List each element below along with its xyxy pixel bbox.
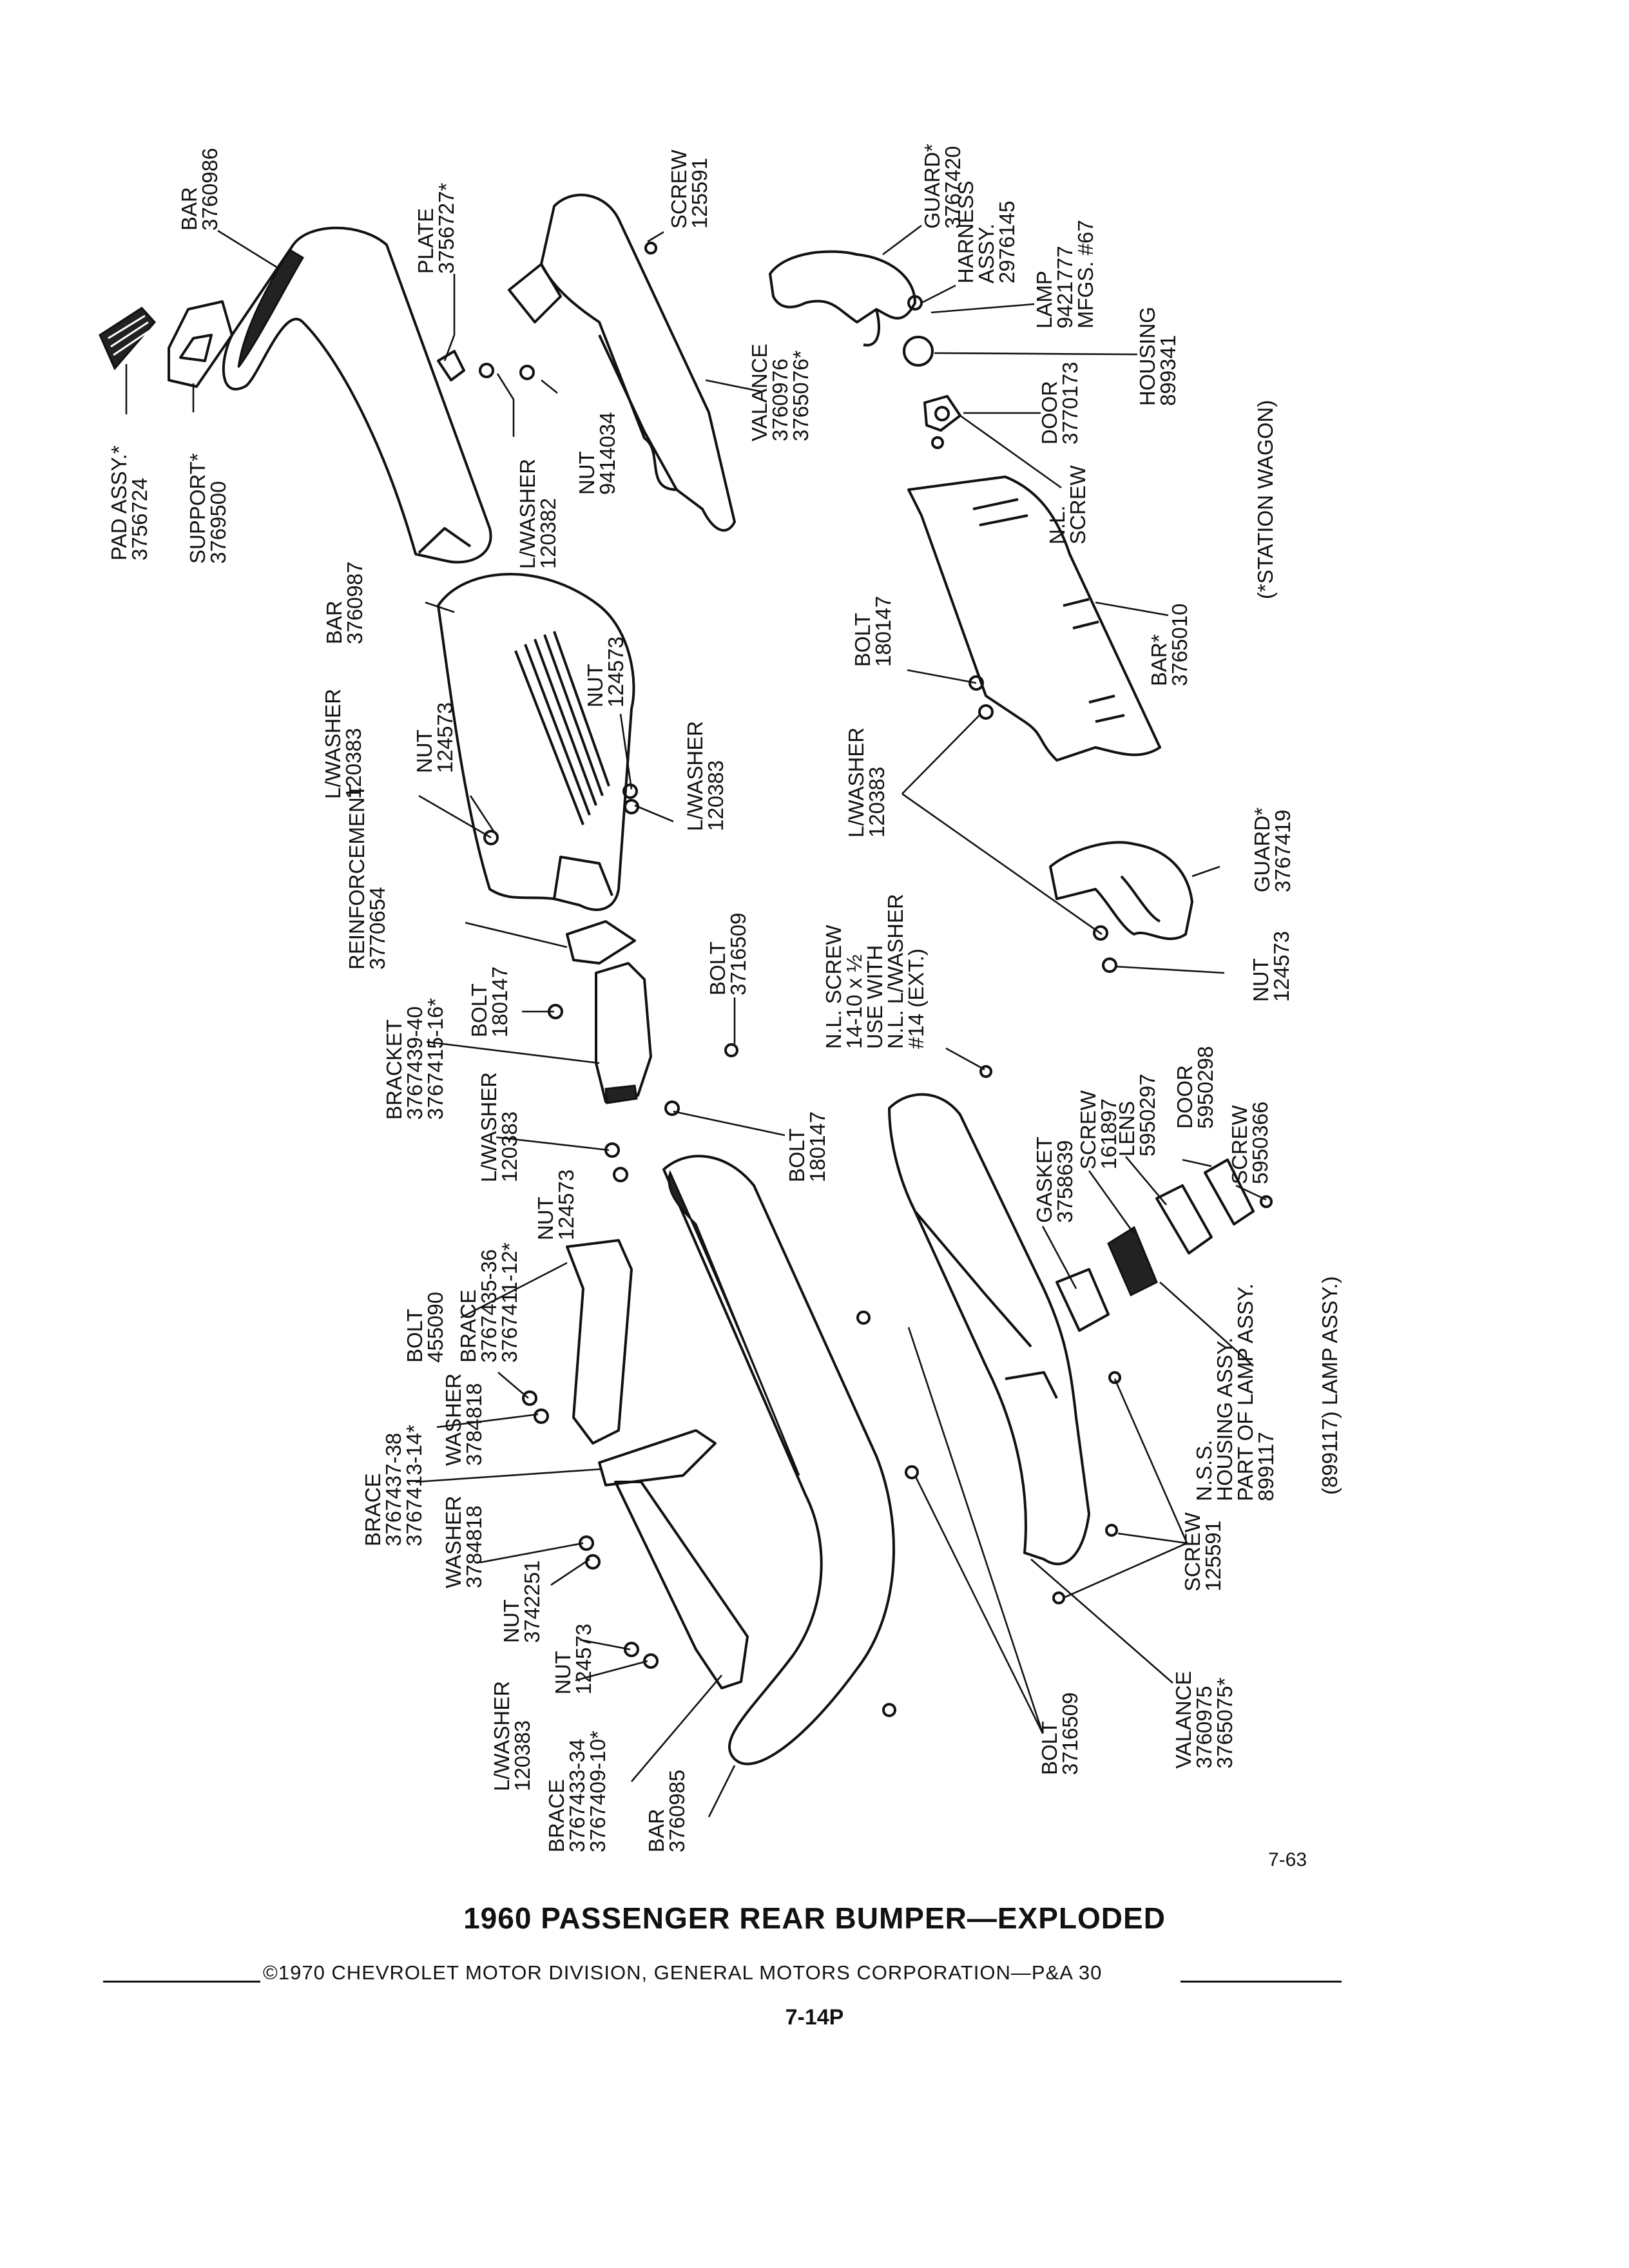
note-station-wagon: (*STATION WAGON) <box>1253 400 1277 599</box>
callout-nut-124573-c: NUT124573 <box>1249 931 1293 1002</box>
callout-nss-housing: N.S.S.HOUSING ASSY.PART OF LAMP ASSY.899… <box>1192 1283 1278 1501</box>
callout-l-washer-120383-d: L/WASHER120383 <box>477 1072 521 1182</box>
callout-washer-3784818-b: WASHER3784818 <box>441 1495 486 1588</box>
callout-valance-3760976: VALANCE37609763765076* <box>747 343 813 441</box>
callout-reinforcement: REINFORCEMENT3770654 <box>345 784 389 970</box>
door-3770173-shape <box>923 395 961 432</box>
bar-3760985-shape <box>662 1155 895 1765</box>
callout-labels: PAD ASSY.*3756724 SUPPORT*3769500 BAR376… <box>107 144 1342 1852</box>
lamp-door-shape <box>1204 1158 1255 1225</box>
callout-bar-3760985: BAR3760985 <box>644 1770 689 1852</box>
callout-l-washer-120383-b: L/WASHER120383 <box>683 721 728 831</box>
page-number: 7-14P <box>785 2005 844 2030</box>
callout-washer-3784818-a: WASHER3784818 <box>441 1373 486 1466</box>
pad-assy-shape <box>99 307 157 370</box>
callout-screw-125591-bottom: SCREW125591 <box>1181 1512 1225 1591</box>
guard-3767419-shape <box>1049 841 1193 941</box>
bracket-shape <box>595 962 652 1103</box>
callout-l-washer-120383-a: L/WASHER120383 <box>321 689 365 799</box>
callout-gasket: GASKET3758639 <box>1032 1137 1077 1223</box>
callout-plate: PLATE3756727* <box>414 183 458 274</box>
callout-brace-3767437: BRACE3767437-383767413-14* <box>361 1425 426 1546</box>
fasteners <box>479 242 1273 1717</box>
callout-door-5950298: DOOR5950298 <box>1173 1046 1217 1129</box>
valance-3760975-shape <box>888 1093 1090 1566</box>
brace-3767435-shape <box>566 1239 633 1445</box>
callout-bar-3760986: BAR3760986 <box>177 148 222 231</box>
callout-lens: LENS5950297 <box>1115 1074 1159 1157</box>
callout-nut-124573-a: NUT124573 <box>412 702 457 773</box>
page-title: 1960 PASSENGER REAR BUMPER—EXPLODED <box>463 1901 1166 1935</box>
callout-guard-3767420: GUARD*3767420 <box>920 144 965 229</box>
callout-brace-3767435: BRACE3767435-363767411-12* <box>456 1242 521 1363</box>
callout-screw-161897: SCREW161897 <box>1076 1090 1121 1169</box>
callout-bar-3765010: BAR*3765010 <box>1147 604 1191 686</box>
callout-screw-125591-top: SCREW125591 <box>667 149 711 229</box>
copyright-line: ©1970 CHEVROLET MOTOR DIVISION, GENERAL … <box>263 1961 1103 1984</box>
callout-nut-124573-e: NUT124573 <box>551 1624 595 1695</box>
callout-nut-3742251: NUT3742251 <box>499 1561 544 1643</box>
brace-3767437-shape <box>598 1429 717 1486</box>
callout-pad-assy: PAD ASSY.*3756724 <box>107 445 151 561</box>
callout-bolt-180147-b: BOLT180147 <box>467 966 512 1037</box>
callout-nl-screw-14-10: N.L. SCREW14-10 x ½USE WITHN.L. L/WASHER… <box>822 894 928 1049</box>
callout-bolt-3716509-a: BOLT3716509 <box>706 913 750 995</box>
callout-l-washer-120383-e: L/WASHER120383 <box>490 1681 534 1791</box>
callout-bar-3760987: BAR3760987 <box>322 562 367 644</box>
brace-3767433-shape <box>614 1481 749 1689</box>
bar-3760987-shape <box>437 573 635 911</box>
callout-door-3770173: DOOR3770173 <box>1037 362 1082 445</box>
callout-lamp-9421777: LAMP9421777MFGS. #67 <box>1032 220 1097 329</box>
rule-left <box>103 1981 260 1983</box>
valance-3760976-shape <box>540 193 736 532</box>
callout-bolt-455090: BOLT455090 <box>403 1292 447 1363</box>
nss-housing-shape <box>1107 1225 1158 1297</box>
leader-lines <box>125 224 1267 1818</box>
callout-nl-screw-top: N.L.SCREW <box>1045 465 1090 544</box>
callout-brace-3767433: BRACE3767433-343767409-10* <box>545 1731 610 1852</box>
figure-number: 7-63 <box>1268 1849 1307 1870</box>
callout-screw-5950366: SCREW5950366 <box>1228 1102 1272 1184</box>
callout-nut-124573-b: NUT124573 <box>583 637 628 707</box>
callout-harness-assy: HARNESSASSY.2976145 <box>954 180 1019 284</box>
callout-l-washer-120382: L/WASHER120382 <box>516 459 560 569</box>
callout-guard-3767419: GUARD*3767419 <box>1250 807 1295 892</box>
callout-housing-899341: HOUSING899341 <box>1135 307 1180 406</box>
reinforcement-shape <box>566 920 636 965</box>
callout-valance-3760975: VALANCE37609753765075* <box>1171 1671 1237 1769</box>
bumper-parts-artwork <box>99 193 1273 1765</box>
bar-3760986-shape <box>222 226 492 564</box>
callout-support: SUPPORT*3769500 <box>186 453 230 564</box>
callout-bolt-180147-a: BOLT180147 <box>851 596 895 667</box>
lens-shape <box>1155 1184 1213 1254</box>
callout-bracket: BRACKET3767439-403767415-16* <box>382 998 447 1120</box>
callout-nut-124573-d: NUT124573 <box>534 1169 578 1240</box>
lamp-housing-shape <box>903 336 934 367</box>
copyright-row: ©1970 CHEVROLET MOTOR DIVISION, GENERAL … <box>0 1961 1629 1994</box>
note-lamp-assy: (899117) LAMP ASSY.) <box>1318 1276 1342 1495</box>
callout-nut-9414034: NUT9414034 <box>575 412 619 495</box>
bar-3765010-shape <box>907 476 1161 762</box>
guard-3767420-shape <box>769 250 916 323</box>
rule-right <box>1181 1981 1342 1983</box>
callout-bolt-180147-c: BOLT180147 <box>785 1111 829 1182</box>
gasket-shape <box>1055 1268 1110 1332</box>
callout-bolt-3716509-b: BOLT3716509 <box>1037 1693 1082 1775</box>
callout-l-washer-120383-c: L/WASHER120383 <box>844 727 889 838</box>
